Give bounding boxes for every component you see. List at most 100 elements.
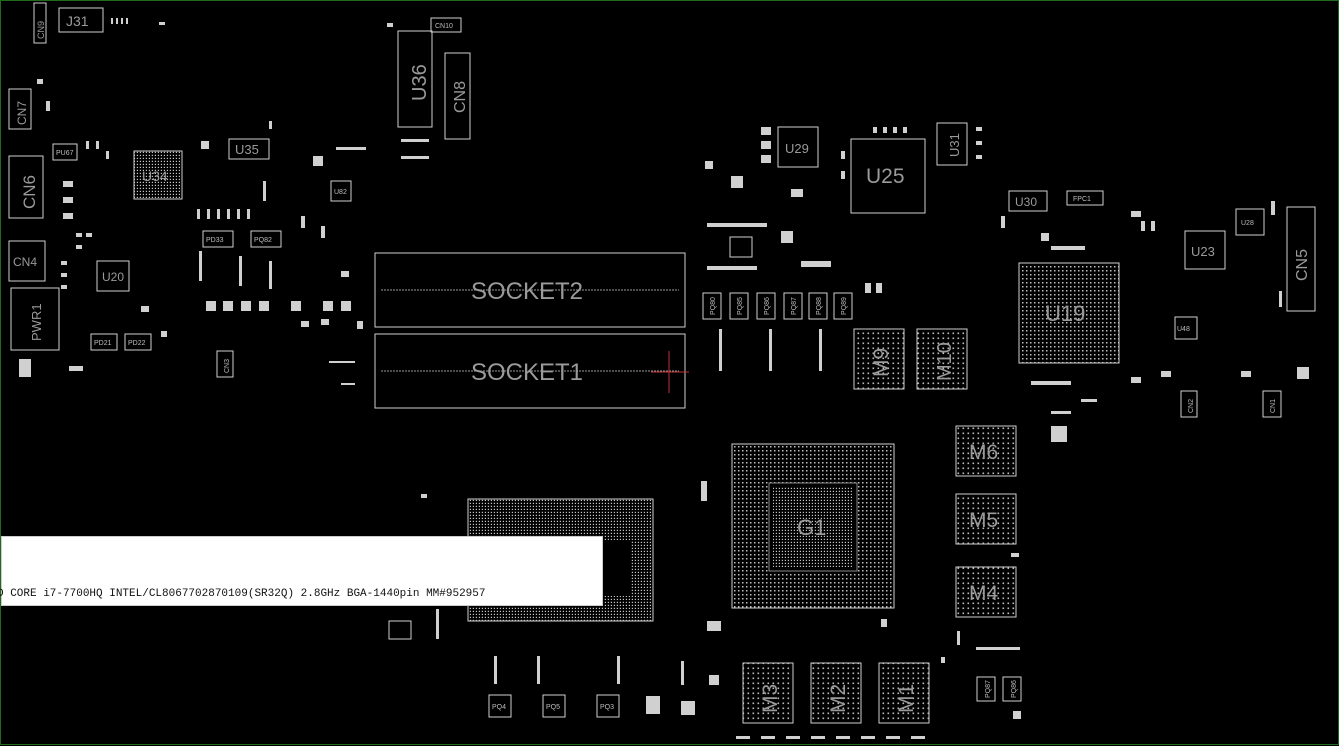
- label-u34: U34: [142, 168, 168, 184]
- label-u48: U48: [1177, 326, 1190, 333]
- upper-right-region: U29 U25 U31 U30 FPC1 U28 U23 CN5 U48 CN2…: [761, 122, 1316, 418]
- part-u82[interactable]: [330, 180, 352, 202]
- part-pq3[interactable]: [596, 694, 620, 718]
- connector-cn9[interactable]: [33, 2, 47, 44]
- bottom-region: PQ4 PQ5 PQ3 PQ87 PQ86: [388, 426, 1067, 739]
- label-cn9: CN9: [36, 21, 46, 39]
- connector-cn2[interactable]: [1180, 390, 1198, 418]
- label-pd22: PD22: [128, 340, 146, 347]
- label-cn5: CN5: [1294, 249, 1311, 281]
- part-pq86[interactable]: [756, 292, 776, 320]
- connector-cn3[interactable]: [216, 350, 234, 378]
- label-cn4: CN4: [13, 255, 37, 269]
- connector-cn10[interactable]: [430, 17, 462, 33]
- gpu-bga: G1: [731, 443, 895, 609]
- part-pq-bottom-left[interactable]: [388, 620, 412, 640]
- part-pd22[interactable]: [124, 333, 152, 351]
- mem-m3[interactable]: [742, 662, 794, 724]
- label-u20: U20: [102, 270, 124, 284]
- label-pq3: PQ3: [600, 704, 614, 711]
- label-cn10: CN10: [435, 23, 453, 30]
- connector-cn4[interactable]: [8, 240, 46, 282]
- part-pd21[interactable]: [90, 333, 118, 351]
- connector-cn1[interactable]: [1262, 390, 1282, 418]
- chip-u28[interactable]: [1235, 208, 1265, 236]
- part-pq87[interactable]: [783, 292, 803, 320]
- label-m3: M3: [759, 684, 782, 713]
- label-pq4: PQ4: [492, 704, 506, 711]
- gddr-memory: M9 M10 M6 M5 M4 M3 M2 M1: [742, 328, 1017, 724]
- socket-1[interactable]: [374, 333, 686, 409]
- connector-pwr1[interactable]: [10, 287, 60, 351]
- mem-m2[interactable]: [810, 662, 862, 724]
- chip-u23[interactable]: [1184, 230, 1226, 270]
- part-info-tooltip: D CORE i7-7700HQ INTEL/CL8067702870109(S…: [0, 536, 603, 606]
- label-pd33: PD33: [206, 237, 224, 244]
- label-u30: U30: [1015, 195, 1037, 209]
- chip-u25[interactable]: [850, 138, 926, 214]
- part-pq5[interactable]: [542, 694, 566, 718]
- label-cn1: CN1: [1270, 399, 1277, 413]
- label-cn7: CN7: [15, 101, 29, 125]
- chip-u35[interactable]: [228, 138, 270, 160]
- label-cn3: CN3: [224, 359, 231, 373]
- label-pq87-b: PQ87: [985, 680, 992, 698]
- part-pq4[interactable]: [488, 694, 512, 718]
- part-pu-mid[interactable]: [729, 236, 753, 258]
- tooltip-text: D CORE i7-7700HQ INTEL/CL8067702870109(S…: [0, 588, 486, 600]
- label-u31: U31: [947, 133, 962, 157]
- chip-u48[interactable]: [1174, 316, 1198, 340]
- label-m9: M9: [870, 348, 893, 377]
- connector-cn6[interactable]: [8, 155, 44, 219]
- connector-fpc1[interactable]: [1066, 190, 1104, 206]
- label-m2: M2: [827, 684, 850, 713]
- part-pd33[interactable]: [202, 230, 234, 248]
- power-section: PQ80 PQ85 PQ86 PQ87 PQ88 PQ89: [702, 161, 882, 371]
- label-pwr1: PWR1: [29, 303, 44, 341]
- label-u25: U25: [866, 165, 905, 188]
- part-pu67[interactable]: [52, 143, 78, 161]
- label-pq82: PQ82: [254, 237, 272, 244]
- mem-m1[interactable]: [878, 662, 930, 724]
- label-pq86-b: PQ86: [1011, 680, 1018, 698]
- part-pq85[interactable]: [729, 292, 749, 320]
- part-pq82[interactable]: [250, 230, 282, 248]
- part-pq86-b[interactable]: [1002, 676, 1022, 702]
- connector-cn8[interactable]: [444, 52, 471, 140]
- label-u28: U28: [1241, 220, 1254, 227]
- label-cn8: CN8: [452, 81, 469, 113]
- part-pq88[interactable]: [808, 292, 828, 320]
- label-u19: U19: [1045, 301, 1085, 326]
- mem-m4[interactable]: [955, 566, 1017, 618]
- label-pq5: PQ5: [546, 704, 560, 711]
- chip-u34[interactable]: [133, 150, 183, 200]
- chip-u36[interactable]: [397, 30, 433, 128]
- label-m6: M6: [969, 441, 998, 464]
- socket-2[interactable]: [374, 252, 686, 328]
- mem-m5[interactable]: [955, 493, 1017, 545]
- left-passives: [19, 18, 366, 385]
- chip-u19[interactable]: [1018, 262, 1120, 364]
- chip-u29[interactable]: [777, 126, 819, 168]
- mem-m9[interactable]: [853, 328, 905, 390]
- mem-m10[interactable]: [916, 328, 968, 390]
- label-m5: M5: [969, 509, 998, 532]
- part-pq89[interactable]: [833, 292, 853, 320]
- connector-cn5[interactable]: [1286, 206, 1316, 312]
- connector-j31[interactable]: [58, 7, 104, 33]
- part-pq80[interactable]: [702, 292, 722, 320]
- connector-cn7[interactable]: [8, 88, 32, 130]
- chip-u20[interactable]: [96, 260, 130, 292]
- mem-m6[interactable]: [955, 425, 1017, 477]
- chip-u30[interactable]: [1008, 190, 1048, 212]
- part-pq87-b[interactable]: [976, 676, 996, 702]
- label-cn6: CN6: [20, 175, 39, 209]
- chip-u31[interactable]: [936, 122, 968, 166]
- label-m4: M4: [969, 582, 998, 605]
- label-socket1: SOCKET1: [471, 359, 583, 386]
- label-pu67: PU67: [56, 150, 74, 157]
- top-center-region: CN10 U36 CN8: [387, 17, 471, 159]
- label-pq88: PQ88: [816, 297, 823, 315]
